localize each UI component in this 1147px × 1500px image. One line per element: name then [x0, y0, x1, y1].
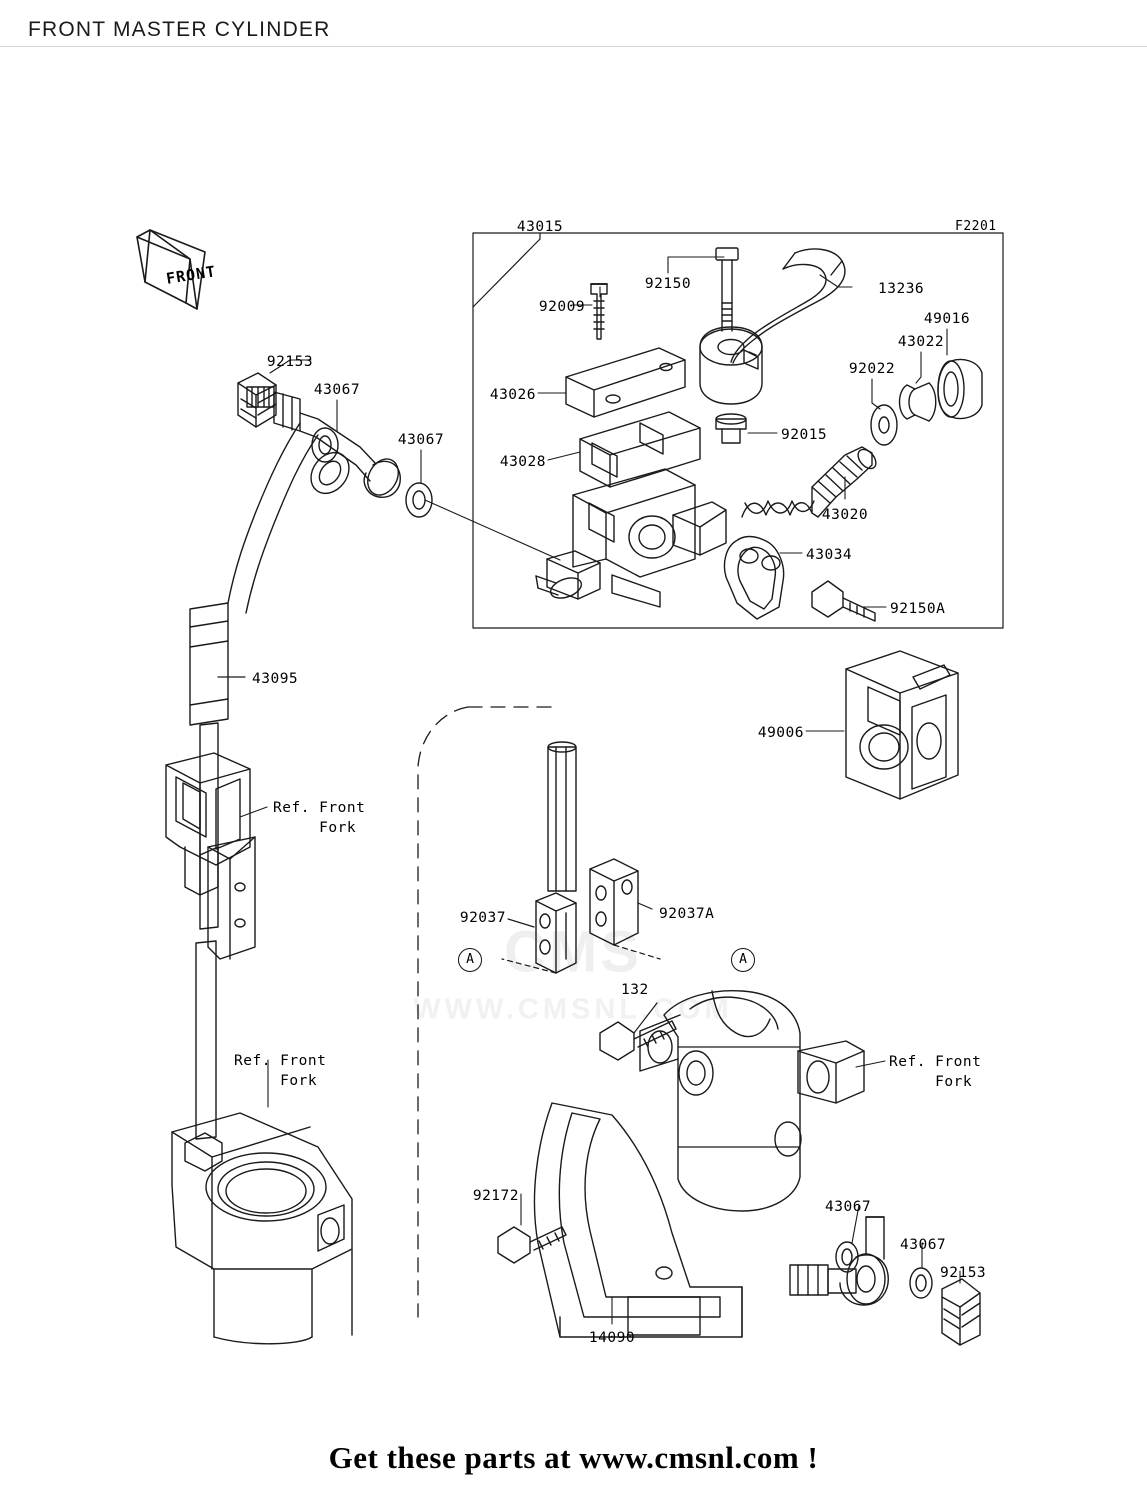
callout-ref-front-fork-bottom: Ref. Front Fork — [234, 1053, 327, 1089]
callout-43067-lower-b: 43067 — [900, 1237, 947, 1253]
callout-132: 132 — [621, 982, 649, 998]
watermark-url: WWW.CMSNL.COM — [413, 993, 733, 1026]
frame-code-label: F2201 — [955, 219, 997, 234]
callout-49006: 49006 — [757, 725, 804, 741]
callout-13236: 13236 — [878, 281, 925, 297]
callout-92037A: 92037A — [659, 906, 715, 922]
callout-92150: 92150 — [644, 276, 692, 292]
section-mark-a-left: A — [458, 948, 482, 972]
section-mark-a-right: A — [731, 948, 755, 972]
callout-ref-front-fork-right: Ref. Front Fork — [889, 1054, 982, 1090]
callout-43034: 43034 — [806, 547, 853, 563]
page-title: FRONT MASTER CYLINDER — [28, 18, 331, 41]
callout-92022: 92022 — [848, 361, 896, 377]
callout-92153-upper: 92153 — [266, 354, 314, 370]
callout-92015: 92015 — [781, 427, 828, 443]
callout-92150A: 92150A — [890, 601, 946, 617]
callout-92037: 92037 — [459, 910, 506, 926]
callout-49016: 49016 — [923, 311, 971, 327]
callout-92172: 92172 — [472, 1188, 519, 1204]
callout-43022: 43022 — [897, 334, 945, 350]
front-direction-badge: FRONT — [164, 262, 218, 288]
callout-43067-lower-a: 43067 — [825, 1199, 872, 1215]
watermark-cms: CMS — [504, 919, 642, 985]
callout-14090: 14090 — [588, 1330, 636, 1346]
exploded-parts-diagram: CMS WWW.CMSNL.COM — [0, 47, 1147, 1437]
callout-43028: 43028 — [499, 454, 546, 470]
footer-promo-text: Get these parts at www.cmsnl.com ! — [328, 1440, 819, 1475]
callout-43020: 43020 — [821, 507, 869, 523]
callout-92153-lower: 92153 — [940, 1265, 987, 1281]
callout-43067-upper: 43067 — [313, 382, 361, 398]
callout-ref-front-fork-top: Ref. Front Fork — [273, 800, 366, 836]
callout-92009: 92009 — [538, 299, 586, 315]
callout-43067-mid: 43067 — [397, 432, 445, 448]
callout-43095: 43095 — [252, 671, 299, 687]
callout-43015: 43015 — [516, 219, 564, 235]
callout-43026: 43026 — [489, 387, 536, 403]
diagram-artwork — [136, 229, 1004, 1346]
title-divider — [0, 46, 1147, 47]
